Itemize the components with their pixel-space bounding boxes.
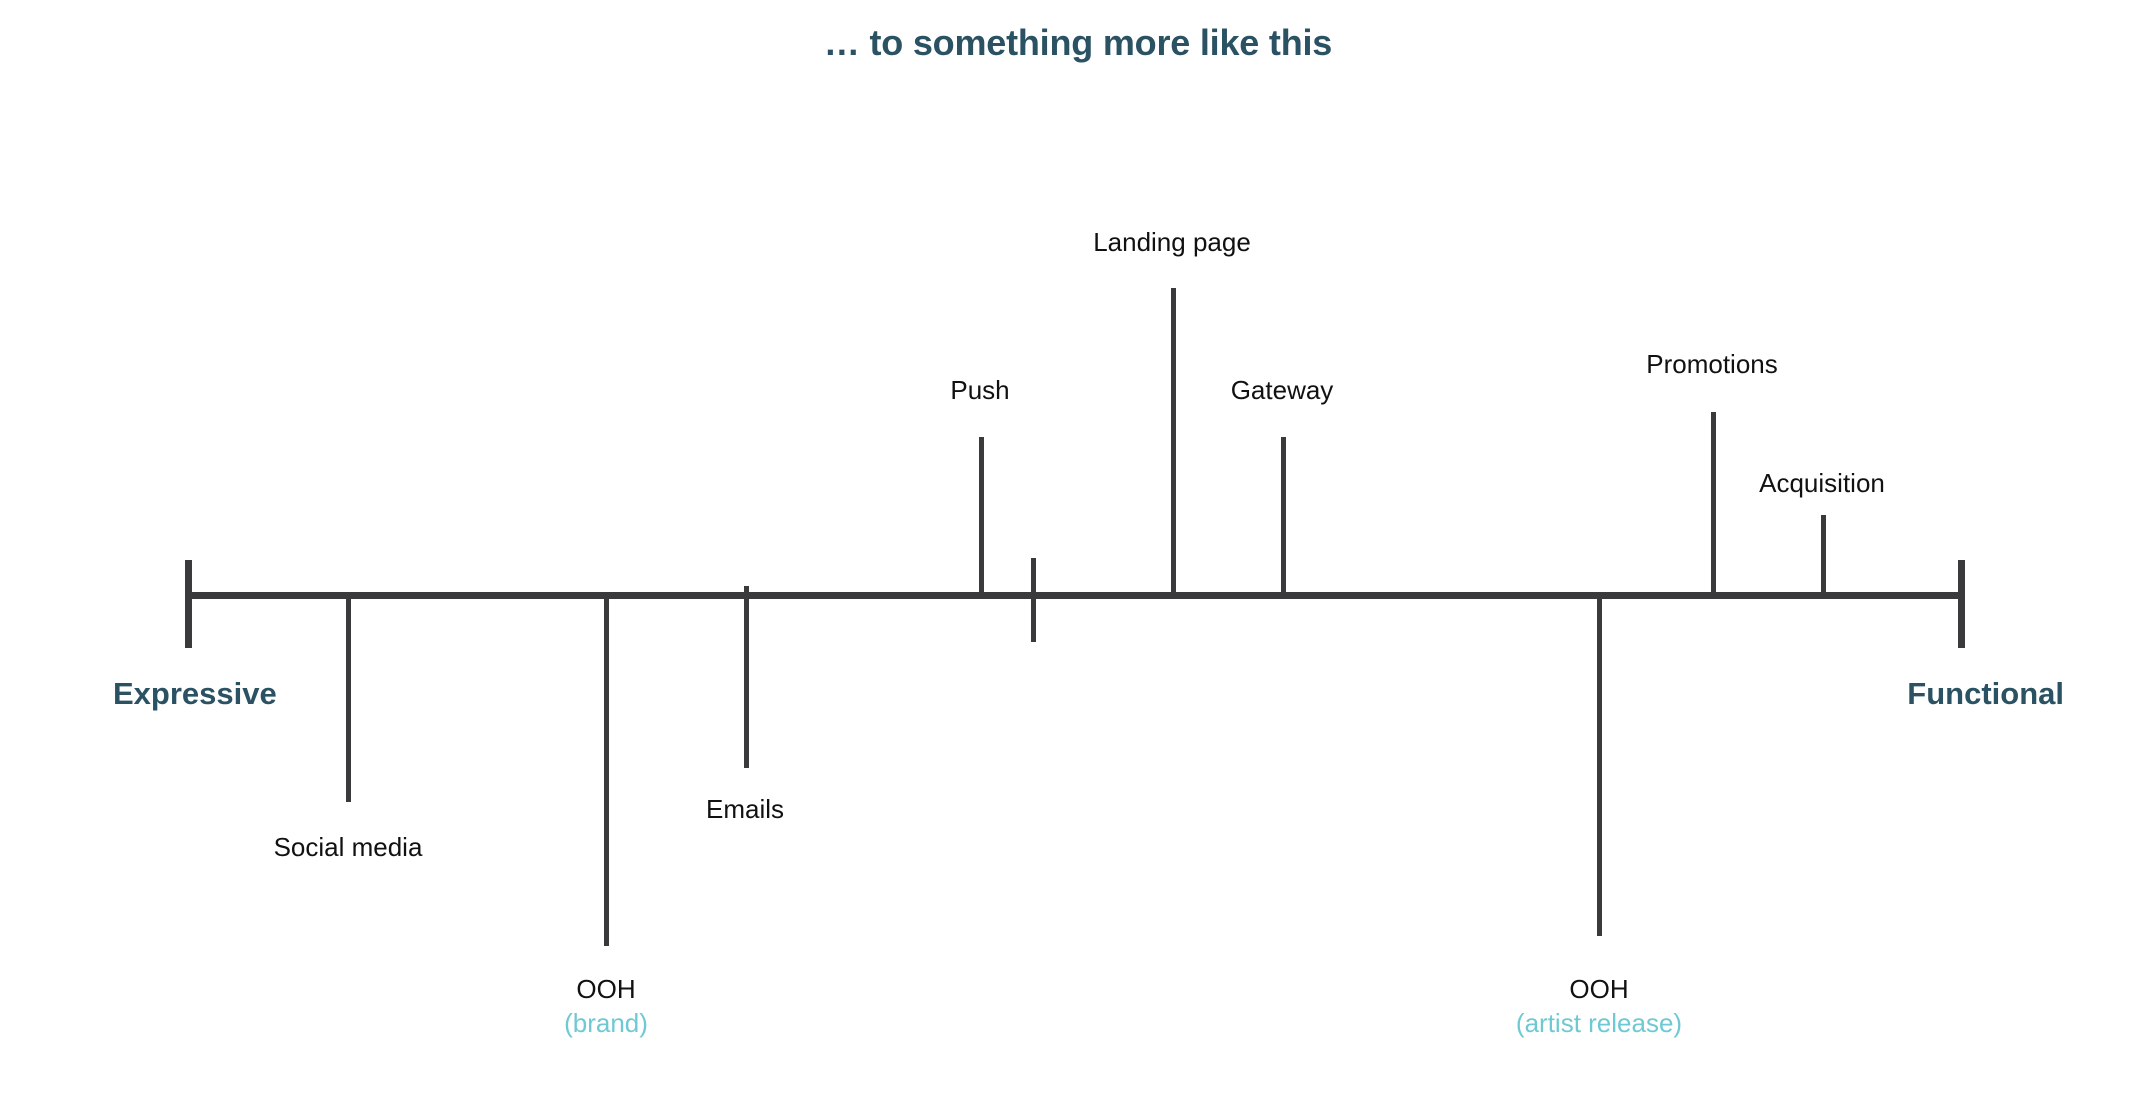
- spectrum-axis-line: [185, 592, 1965, 599]
- label-social-media-text: Social media: [273, 832, 423, 862]
- tick-acquisition[interactable]: [1821, 515, 1826, 599]
- label-promotions: Promotions: [1646, 349, 1778, 380]
- label-social-media: Social media: [273, 832, 423, 863]
- axis-label-expressive: Expressive: [113, 676, 277, 711]
- page-title: … to something more like this: [823, 22, 1333, 63]
- tick-landing-page[interactable]: [1171, 288, 1176, 599]
- label-push: Push: [950, 375, 1010, 406]
- tick-social-media[interactable]: [346, 598, 351, 802]
- label-promotions-text: Promotions: [1646, 349, 1778, 379]
- label-ooh-artist-release-sublabel: (artist release): [1515, 1007, 1683, 1038]
- tick-push[interactable]: [979, 437, 984, 599]
- label-gateway: Gateway: [1230, 375, 1334, 406]
- label-acquisition-text: Acquisition: [1759, 468, 1885, 498]
- tick-ooh-artist-release[interactable]: [1597, 598, 1602, 936]
- label-emails-text: Emails: [705, 794, 785, 824]
- label-ooh-brand-sublabel: (brand): [564, 1007, 648, 1038]
- label-landing-page: Landing page: [1093, 227, 1251, 258]
- label-push-text: Push: [950, 375, 1010, 405]
- axis-endpoint-right: [1958, 560, 1965, 648]
- tick-ooh-brand[interactable]: [604, 598, 609, 946]
- tick-unlabeled-crossing[interactable]: [1031, 558, 1036, 642]
- label-ooh-brand: OOH (brand): [564, 974, 648, 1039]
- label-ooh-brand-text: OOH: [576, 974, 636, 1004]
- label-ooh-artist-release: OOH (artist release): [1515, 974, 1683, 1039]
- axis-label-functional: Functional: [1907, 676, 2064, 711]
- label-landing-page-text: Landing page: [1093, 227, 1251, 257]
- label-acquisition: Acquisition: [1759, 468, 1885, 499]
- label-gateway-text: Gateway: [1230, 375, 1334, 405]
- label-emails: Emails: [705, 794, 785, 825]
- tick-emails[interactable]: [744, 586, 749, 768]
- tick-gateway[interactable]: [1281, 437, 1286, 599]
- label-ooh-artist-release-text: OOH: [1569, 974, 1629, 1004]
- axis-endpoint-left: [185, 560, 192, 648]
- tick-promotions[interactable]: [1711, 412, 1716, 599]
